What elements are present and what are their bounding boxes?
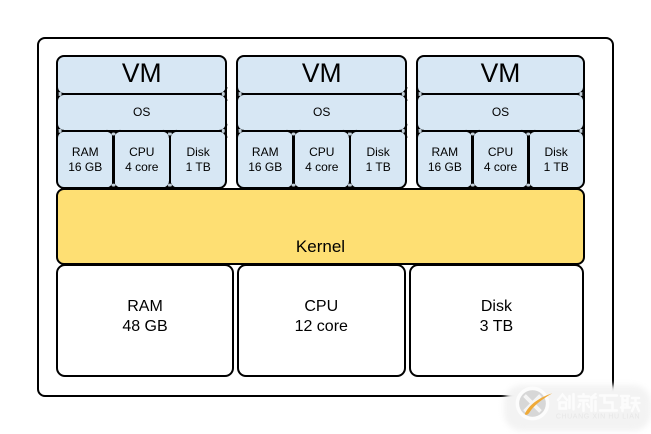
svg-text:CHUANG XIN HU LIAN: CHUANG XIN HU LIAN xyxy=(556,414,640,421)
